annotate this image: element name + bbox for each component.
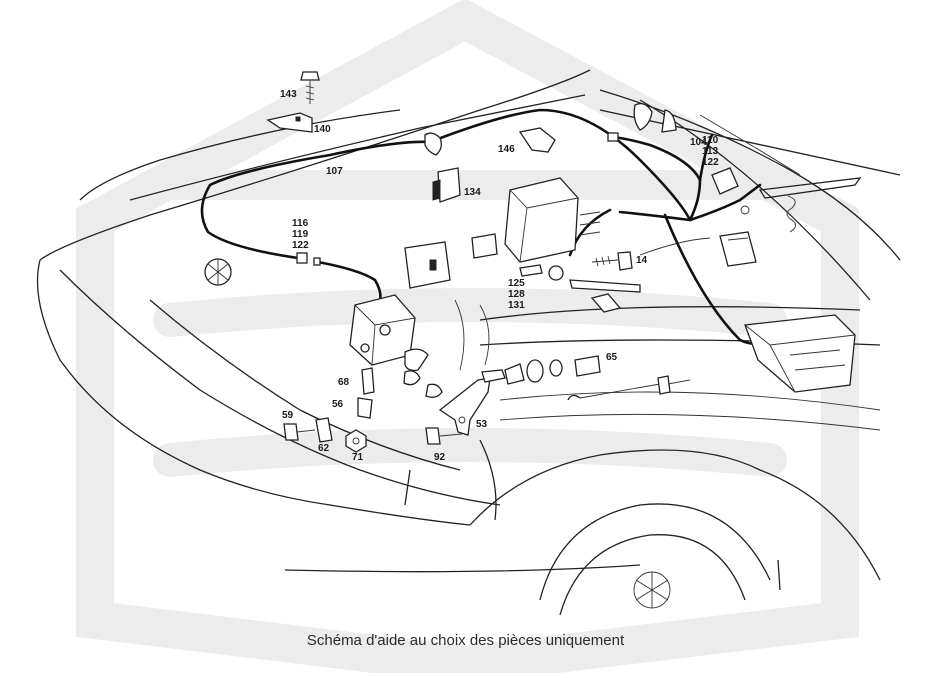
label-125: 125 — [508, 278, 525, 289]
label-110: 110 — [702, 135, 719, 146]
label-113: 113 — [702, 146, 719, 157]
label-59: 59 — [282, 410, 294, 421]
label-104: 104 — [690, 137, 707, 148]
part-bolt-143 — [300, 71, 320, 104]
label-122-a: 122 — [702, 157, 719, 168]
part-relay-134 — [432, 167, 461, 203]
part-nut-71 — [345, 429, 367, 453]
part-bolt-14 — [591, 251, 633, 271]
label-107: 107 — [326, 166, 343, 177]
part-lever-56 — [357, 348, 443, 419]
part-clip-146 — [518, 127, 556, 153]
part-actuator-68 — [349, 294, 416, 395]
label-56: 56 — [332, 399, 344, 410]
part-connector-110 — [711, 167, 750, 215]
label-92: 92 — [434, 452, 446, 463]
part-bushing-set-65 — [504, 355, 601, 385]
part-control-unit — [504, 177, 601, 263]
label-128: 128 — [508, 289, 525, 300]
label-62: 62 — [318, 443, 330, 454]
part-bracket-140 — [266, 112, 313, 133]
part-switch-125 — [519, 264, 641, 313]
part-spring — [786, 195, 796, 233]
part-sensor-104 — [607, 102, 677, 142]
label-146: 146 — [498, 144, 515, 155]
label-65: 65 — [606, 352, 618, 363]
label-14: 14 — [636, 255, 648, 266]
label-140: 140 — [314, 124, 331, 135]
car-body — [36, 69, 901, 616]
part-sensor-front — [296, 252, 321, 266]
part-linkage-rod — [567, 375, 691, 401]
part-bolt-59 — [283, 417, 333, 443]
label-68: 68 — [338, 377, 350, 388]
part-grommet-107 — [424, 132, 442, 156]
part-bracket-side — [719, 231, 757, 267]
label-131: 131 — [508, 300, 525, 311]
label-116: 116 — [292, 218, 309, 229]
watermark-logo — [76, 0, 859, 678]
part-small-relay — [471, 233, 498, 259]
label-53: 53 — [476, 419, 488, 430]
label-122-b: 122 — [292, 240, 309, 251]
part-bracket-53 — [438, 369, 506, 436]
label-119: 119 — [292, 229, 309, 240]
diagram-caption: Schéma d'aide au choix des pièces unique… — [306, 632, 625, 649]
part-pump-housing — [744, 314, 856, 393]
label-134: 134 — [464, 187, 481, 198]
part-connector-block — [404, 241, 451, 289]
part-labels: 143 140 107 146 134 104 110 113 122 116 … — [280, 89, 719, 463]
part-bolt-92 — [425, 427, 463, 445]
label-143: 143 — [280, 89, 297, 100]
label-71: 71 — [352, 452, 364, 463]
